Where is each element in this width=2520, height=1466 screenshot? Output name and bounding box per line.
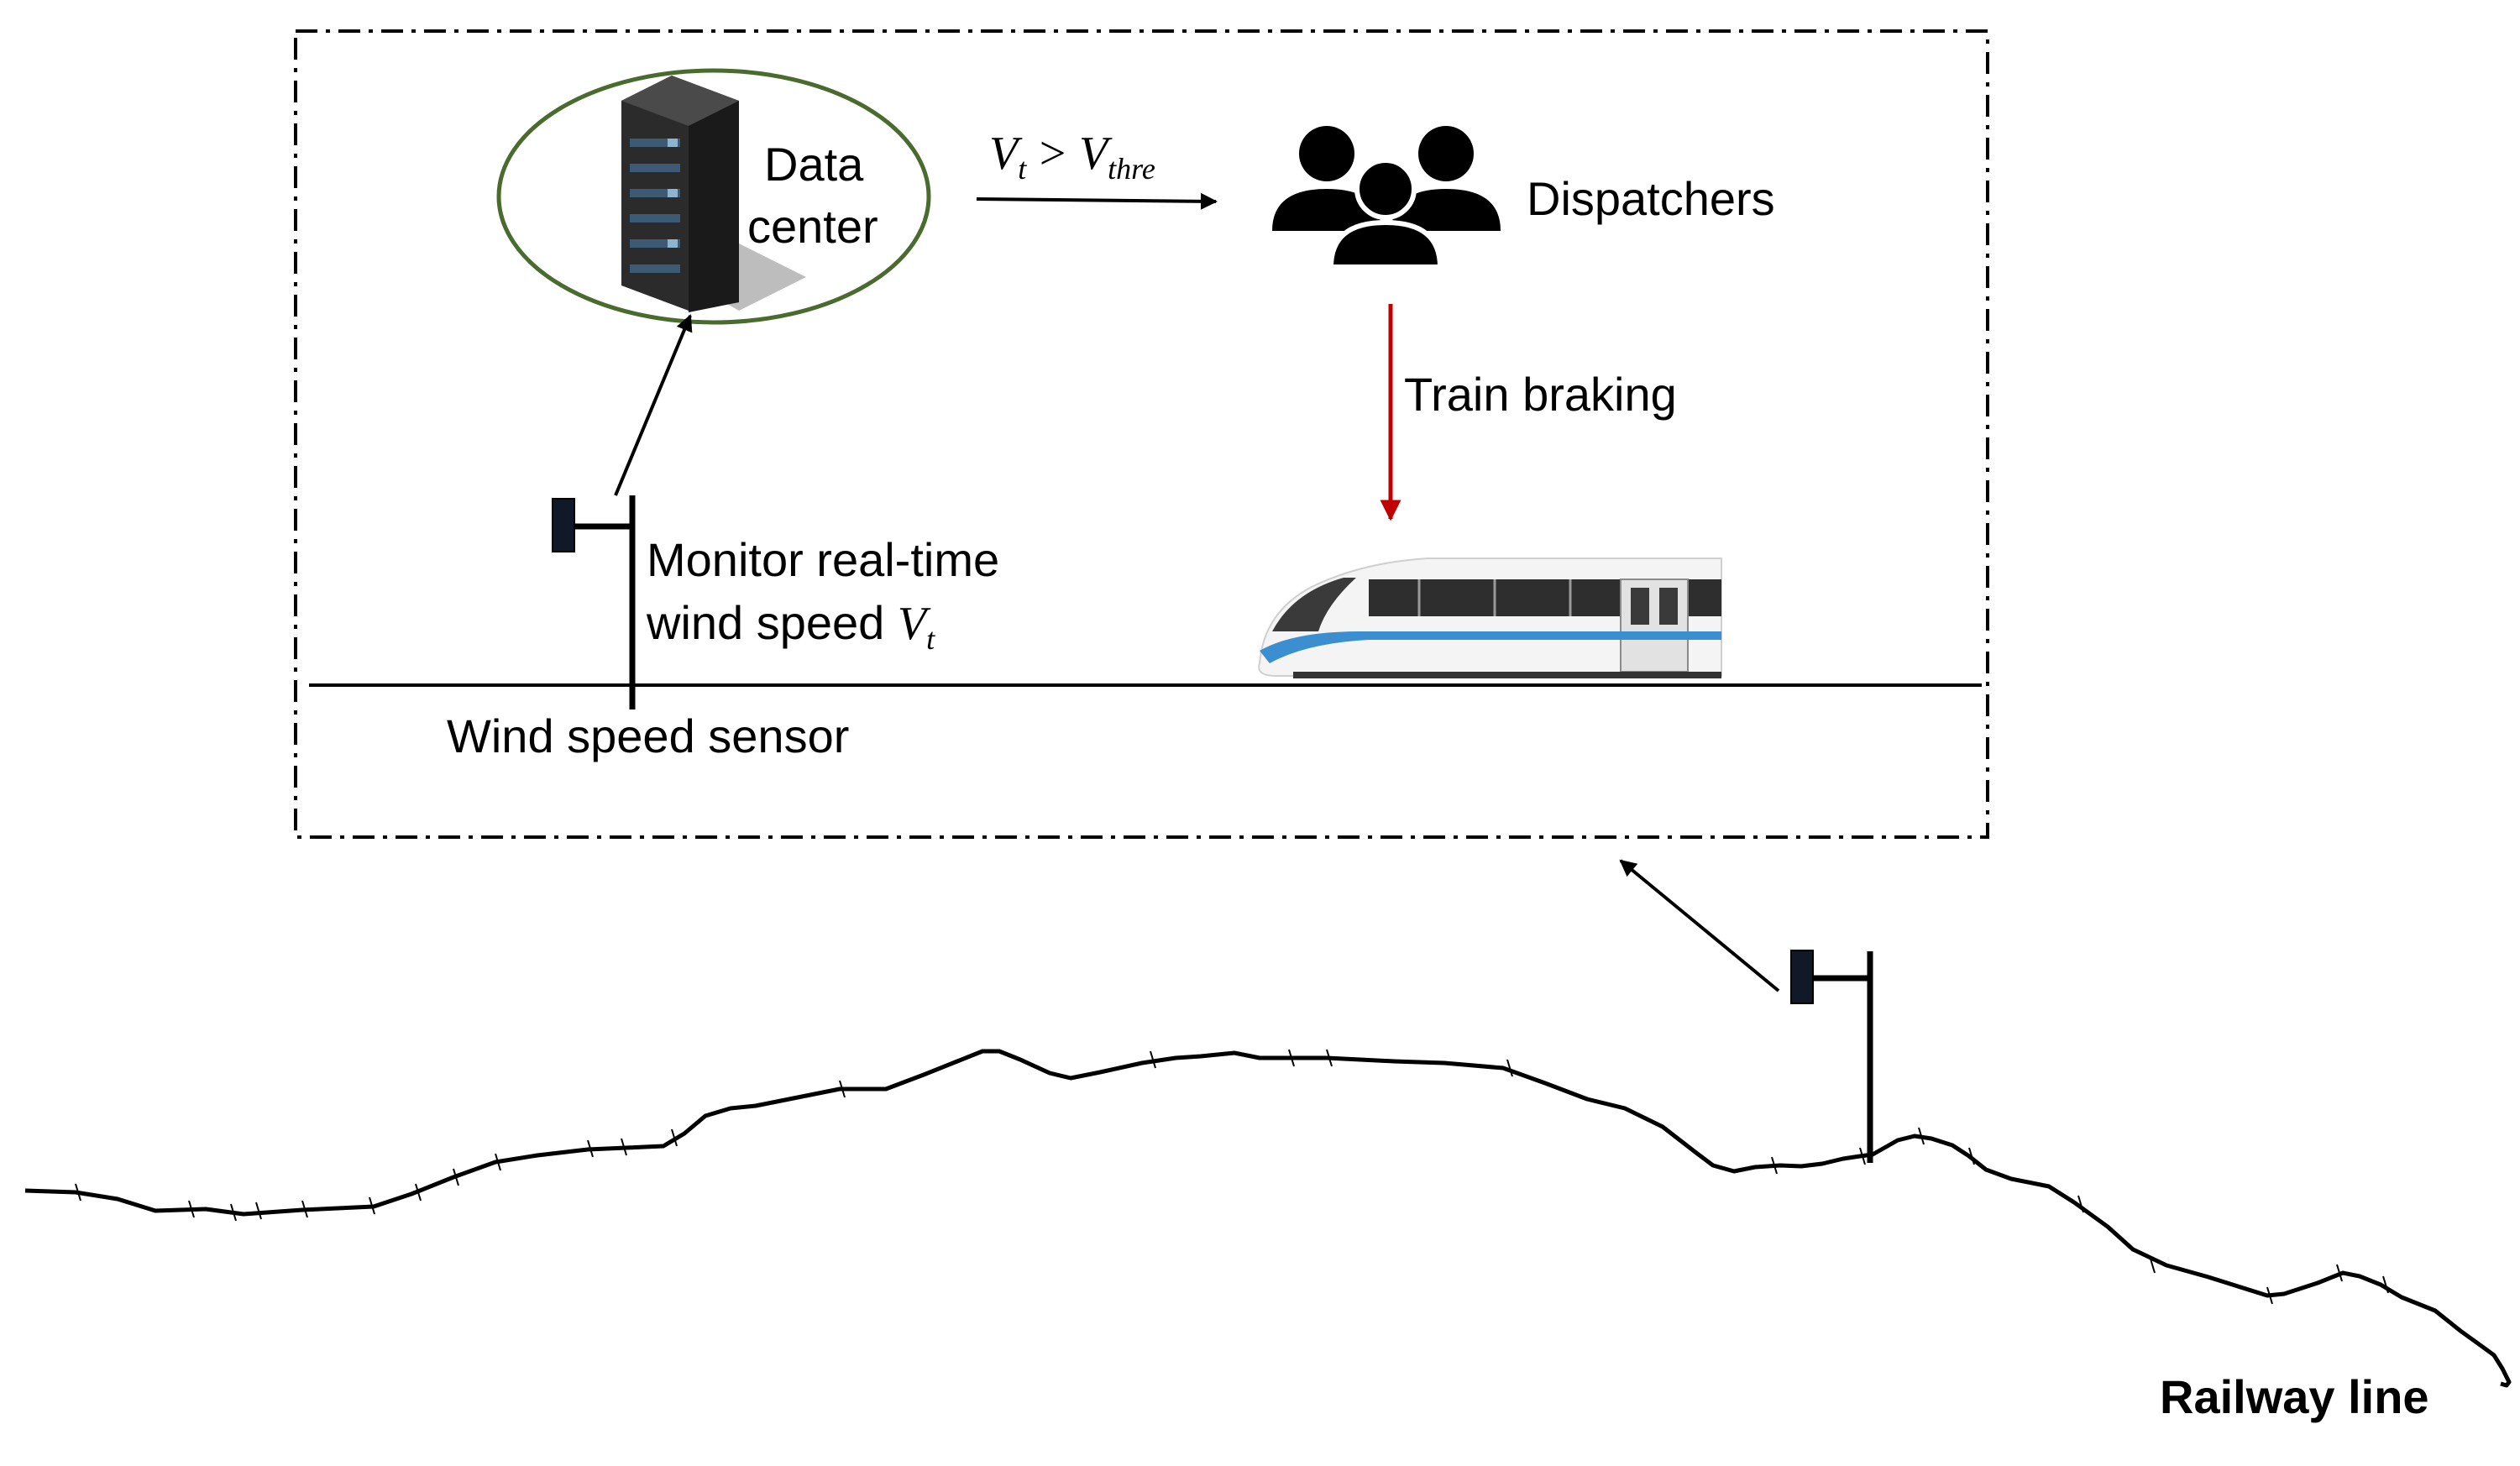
train-braking-label: Train braking: [1404, 368, 1677, 421]
monitor-formula-v: V: [897, 598, 927, 650]
dispatchers-label: Dispatchers: [1527, 172, 1775, 225]
people-icon: [1272, 126, 1501, 270]
formula-t-sub: t: [1018, 152, 1027, 186]
data-center-ellipse: [496, 68, 931, 325]
monitor-label-line1: Monitor real-time: [647, 533, 1000, 586]
sensor-icon: [552, 495, 636, 709]
detail-frame: [294, 29, 1989, 839]
formula-thre-sub: thre: [1108, 152, 1155, 186]
data-center-label-line2: center: [747, 200, 878, 253]
sensor-to-datacenter-arrow: [614, 314, 693, 496]
railway-sensor-icon: [1790, 950, 1873, 1163]
monitor-label-line2: wind speed Vt: [647, 596, 935, 666]
datacenter-to-dispatchers-arrow: [976, 192, 1218, 210]
wind-speed-sensor-label: Wind speed sensor: [447, 709, 850, 762]
formula-v1: V: [989, 128, 1019, 180]
railway-ticks: [75, 1049, 2389, 1305]
formula-gt: >: [1039, 128, 1066, 180]
railway-line-label: Railway line: [2160, 1370, 2429, 1423]
formula-v2: V: [1078, 128, 1108, 180]
data-center-label-line1: Data: [764, 138, 864, 191]
threshold-condition: Vt > Vthre: [989, 126, 1155, 196]
train-icon: [1258, 558, 1722, 678]
railway-line: [24, 1049, 2512, 1388]
server-icon: [621, 76, 806, 312]
monitor-label-line2-text: wind speed: [647, 596, 885, 649]
monitor-formula-t-sub: t: [926, 622, 935, 657]
railway-sensor-to-frame-arrow: [1619, 859, 1780, 992]
